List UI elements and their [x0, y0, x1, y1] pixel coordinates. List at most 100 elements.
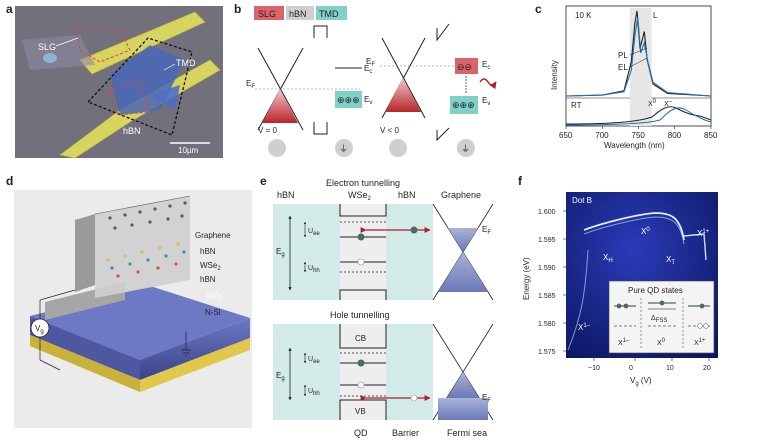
chart-xtick-label: 800	[668, 131, 682, 140]
svg-text:⊖⊖: ⊖⊖	[457, 62, 472, 72]
map-xtick-label: −10	[588, 365, 600, 372]
ec-right: E	[482, 60, 487, 69]
map-xlabel: V	[630, 376, 636, 385]
svg-text:Eg: Eg	[276, 247, 285, 258]
legend-hbn-swatch	[286, 6, 314, 20]
chart-xtick-label: 700	[595, 131, 609, 140]
map-ytick-label: 1.600	[538, 209, 556, 216]
col-hbn-left: hBN	[277, 190, 295, 200]
eg-bottom: E	[276, 371, 281, 380]
gate-voltage-label: V	[35, 324, 41, 333]
svg-text:EF: EF	[482, 393, 491, 404]
svg-text:XT: XT	[666, 255, 675, 266]
layer-wse2: WSe	[200, 261, 218, 270]
peak-highlight	[629, 8, 652, 126]
svg-text:X0: X0	[648, 99, 657, 108]
inset-pure-qd	[608, 280, 715, 354]
conduction-band-right	[455, 58, 478, 74]
scale-bar-label: 10µm	[178, 146, 199, 155]
ef-right: E	[366, 57, 371, 66]
uee-bottom: U	[308, 356, 313, 363]
svg-text:⏚: ⏚	[461, 144, 470, 154]
ec-left: E	[364, 64, 369, 73]
panel-a-letter: a	[6, 2, 13, 16]
legend-tmd: TMD	[319, 9, 339, 19]
label-cb: CB	[355, 334, 366, 343]
label-fermi-sea: Fermi sea	[447, 428, 487, 438]
ev-left: E	[364, 95, 369, 104]
chart-pl-label: PL	[618, 51, 628, 60]
panel-b: b SLG hBN TMD EF Ec ⊕⊕⊕ Ev V = 0 ⏚	[234, 2, 497, 157]
title-electron-tunnelling: Electron tunnelling	[326, 178, 400, 188]
panel-d: d Graphene hBN WSe2	[6, 174, 252, 428]
uhh-top: U	[308, 265, 313, 272]
ef-top: E	[482, 225, 487, 234]
svg-text:Uhh: Uhh	[308, 265, 320, 274]
map-ytick-label: 1.580	[538, 321, 556, 328]
chart-temp: 10 K	[575, 11, 592, 20]
chart-xtick-label: 650	[559, 131, 573, 140]
panel-f-letter: f	[518, 174, 523, 188]
map-ytick-label: 1.590	[538, 265, 556, 272]
ef-left: E	[246, 79, 251, 88]
label-barrier: Barrier	[392, 428, 419, 438]
layer-graphene: Graphene	[195, 231, 231, 240]
map-x1minus: X	[578, 323, 584, 332]
map-x1plus-top: X	[697, 229, 703, 238]
label-slg: SLG	[38, 42, 56, 52]
svg-text:⊕⊕⊕: ⊕⊕⊕	[337, 95, 360, 105]
valence-band-left	[335, 91, 362, 108]
svg-text:X1–: X1–	[618, 338, 630, 347]
label-vb: VB	[355, 407, 366, 416]
svg-text:⊕⊕⊕: ⊕⊕⊕	[452, 100, 475, 110]
bias-circle-left	[268, 139, 286, 157]
label-tmd: TMD	[176, 58, 196, 68]
photon-emission	[479, 78, 497, 90]
chart-ylabel: Intensity	[550, 60, 559, 90]
svg-text:X1+: X1+	[697, 229, 710, 238]
bias-v0: V = 0	[258, 126, 277, 135]
legend-tmd-swatch	[316, 6, 347, 20]
bias-circle-right	[389, 139, 407, 157]
chart-rt-label: RT	[571, 101, 582, 110]
chart-xtick-label: 850	[704, 131, 718, 140]
ev-right: E	[482, 96, 487, 105]
chart-xlabel: Wavelength (nm)	[604, 141, 665, 150]
chart-x0: X	[648, 101, 653, 108]
svg-text:XH: XH	[603, 253, 613, 264]
bias-vneg: V < 0	[380, 126, 399, 135]
layer-hbn-bottom: hBN	[200, 275, 216, 284]
panel-a: a SLG TMD hBN 10µm	[6, 2, 223, 159]
electrode-block	[75, 214, 95, 292]
label-qd: QD	[354, 428, 368, 438]
svg-text:Ev: Ev	[482, 96, 490, 107]
map-ytick-label: 1.575	[538, 349, 556, 356]
svg-text:X0: X0	[657, 338, 666, 347]
chart-peak-label: L	[653, 11, 658, 20]
svg-text:X1+: X1+	[694, 338, 706, 347]
panel-b-letter: b	[234, 2, 241, 16]
svg-text:Uee: Uee	[308, 228, 320, 237]
map-title: Dot B	[572, 196, 592, 205]
map-xtick-label: 0	[629, 365, 633, 372]
svg-text:Ec: Ec	[482, 60, 490, 71]
title-hole-tunnelling: Hole tunnelling	[330, 310, 390, 320]
inset-x1plus: X	[694, 340, 699, 347]
panel-c-letter: c	[535, 2, 542, 16]
map-ytick-label: 1.595	[538, 237, 556, 244]
col-hbn-right: hBN	[398, 190, 416, 200]
svg-text:Uee: Uee	[308, 356, 320, 365]
col-wse2: WSe	[348, 190, 368, 200]
chart-xtick-label: 750	[632, 131, 646, 140]
svg-text:Vg: Vg	[35, 324, 44, 335]
map-x0: X	[641, 227, 647, 236]
legend-slg-swatch	[254, 6, 284, 20]
svg-text:X1–: X1–	[578, 323, 591, 332]
layer-nsi: N-Si	[205, 308, 221, 317]
svg-text:X0: X0	[641, 227, 650, 236]
rt-curve-2	[565, 107, 712, 126]
